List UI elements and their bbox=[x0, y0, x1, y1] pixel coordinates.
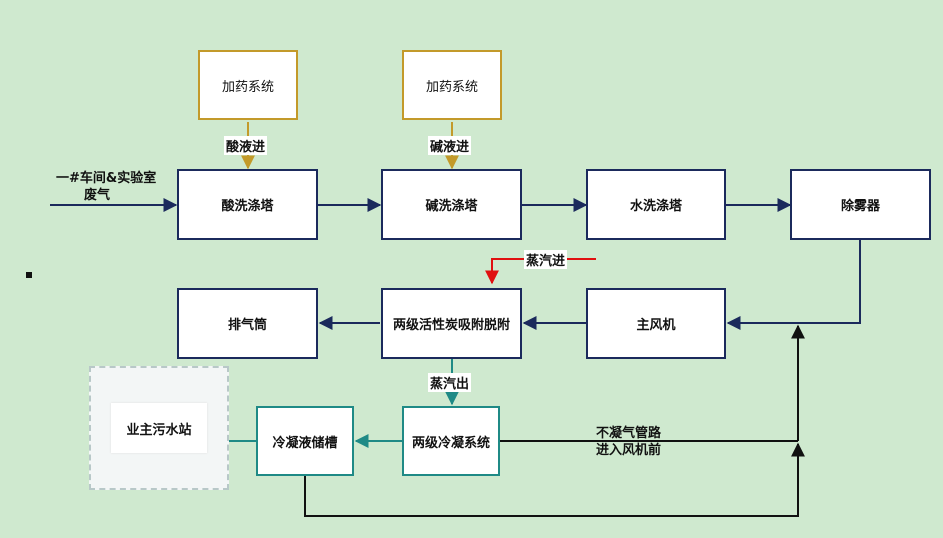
source-label: 一#车间&实验室 废气 bbox=[56, 170, 156, 204]
steam-in-label: 蒸汽进 bbox=[524, 250, 568, 269]
acid-wash-tower: 酸洗涤塔 bbox=[177, 169, 318, 240]
noncondensable-label-line1: 不凝气管路 bbox=[596, 426, 662, 441]
main-fan: 主风机 bbox=[586, 288, 726, 359]
two-stage-condenser: 两级冷凝系统 bbox=[402, 406, 500, 476]
activated-carbon-adsorber: 两级活性炭吸附脱附 bbox=[381, 288, 522, 359]
exhaust-stack: 排气筒 bbox=[177, 288, 318, 359]
sewage-station-label: 业主污水站 bbox=[111, 403, 207, 453]
alkali-in-label: 碱液进 bbox=[428, 136, 472, 155]
sewage-station: 业主污水站 bbox=[89, 366, 229, 490]
noncondensable-label: 不凝气管路 进入风机前 bbox=[596, 425, 661, 459]
condensate-tank: 冷凝液储槽 bbox=[256, 406, 354, 476]
bullet-mark bbox=[26, 272, 32, 278]
dosing-system-2: 加药系统 bbox=[402, 50, 502, 120]
water-wash-tower: 水洗涤塔 bbox=[586, 169, 726, 240]
alkali-wash-tower: 碱洗涤塔 bbox=[381, 169, 522, 240]
steam-out-label: 蒸汽出 bbox=[428, 373, 472, 392]
source-label-line2: 废气 bbox=[84, 188, 111, 203]
edge-tank-return-loop bbox=[304, 442, 805, 517]
demister: 除雾器 bbox=[790, 169, 931, 240]
edge-demister-to-fan bbox=[726, 240, 861, 330]
dosing-system-1: 加药系统 bbox=[198, 50, 298, 120]
acid-in-label: 酸液进 bbox=[224, 136, 268, 155]
source-label-line1: 一#车间&实验室 bbox=[56, 171, 157, 186]
noncondensable-label-line2: 进入风机前 bbox=[596, 443, 662, 458]
